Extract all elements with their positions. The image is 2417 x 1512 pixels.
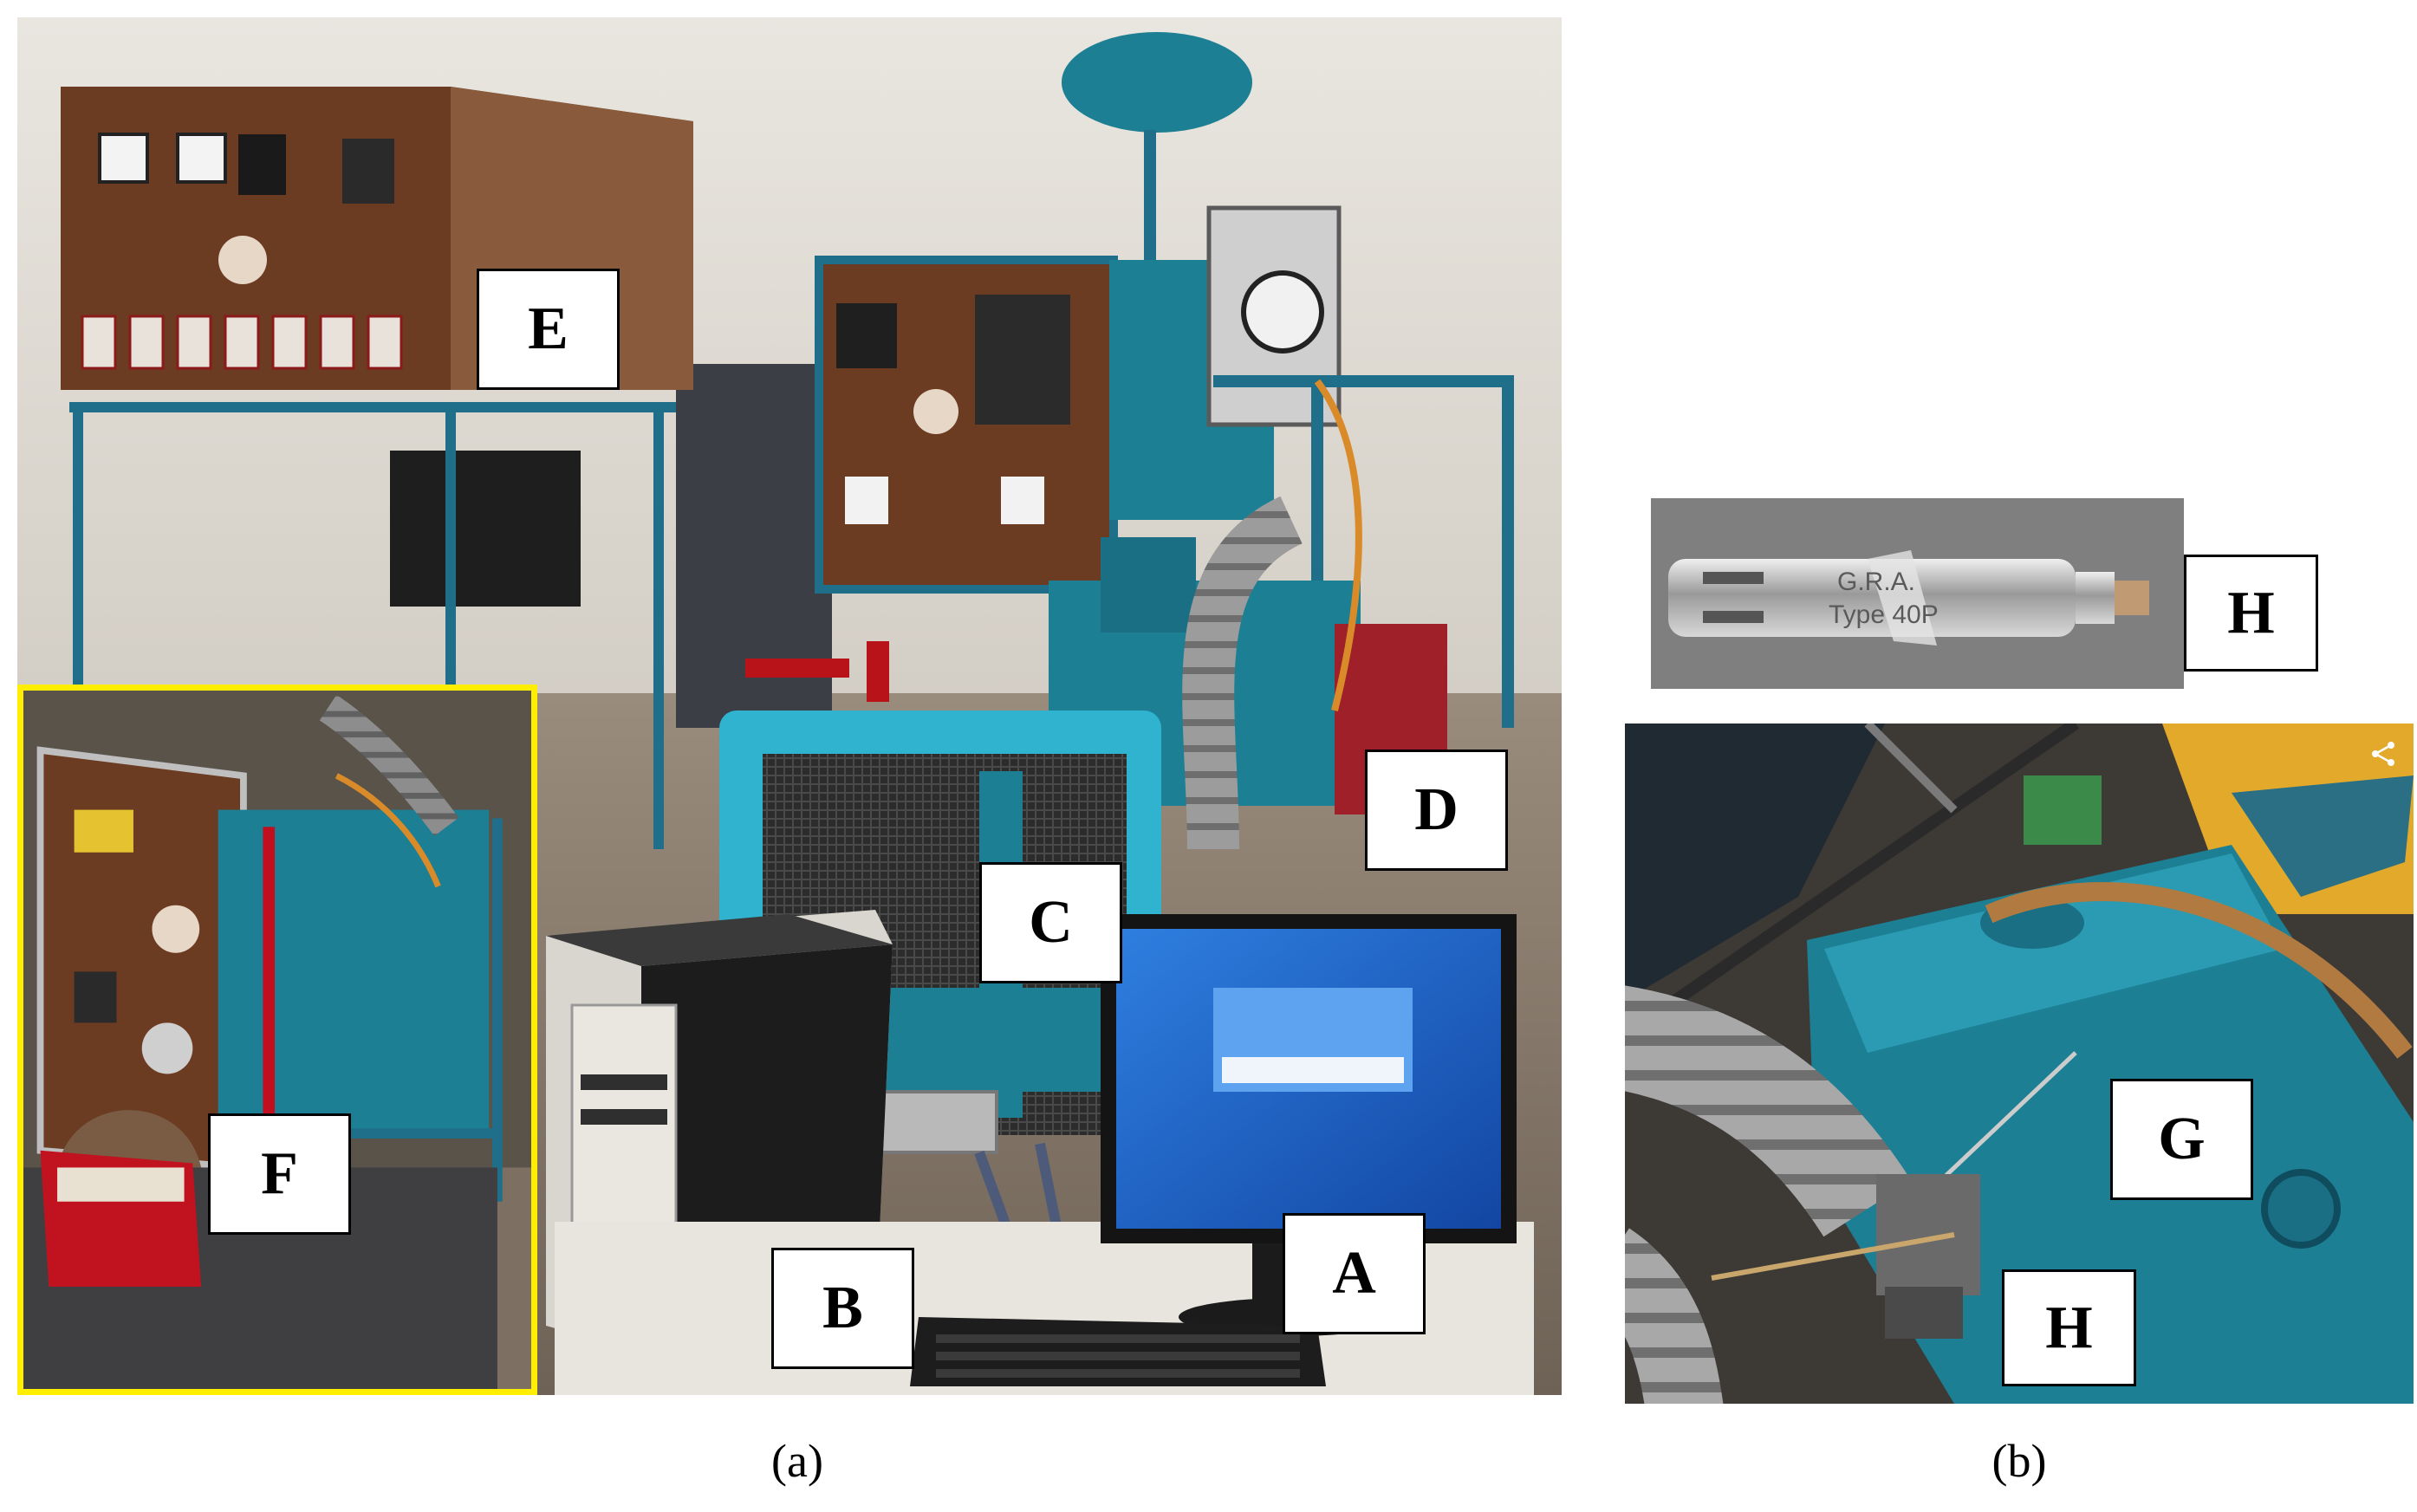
caption-b: (b) <box>1991 1435 2047 1487</box>
photo-inset-engine-rig <box>17 685 537 1395</box>
photo-engine-closeup <box>1625 724 2414 1404</box>
label-h-top: H <box>2184 555 2318 672</box>
label-c: C <box>979 862 1122 983</box>
label-h-bottom: H <box>2002 1269 2136 1386</box>
caption-a: (a) <box>771 1435 823 1487</box>
inset-engine-scene <box>23 691 531 1389</box>
share-icon[interactable] <box>2368 739 2398 769</box>
label-f: F <box>208 1113 351 1235</box>
label-b: B <box>771 1248 914 1369</box>
engine-closeup-scene <box>1625 724 2414 1404</box>
label-g: G <box>2110 1079 2253 1200</box>
sensor-engraving-line1: G.R.A. <box>1837 568 1916 596</box>
label-e: E <box>477 269 620 390</box>
sensor-scene <box>1651 498 2184 689</box>
label-a: A <box>1283 1213 1426 1334</box>
sensor-engraving-line2: Type 40P <box>1829 600 1939 629</box>
label-d: D <box>1365 750 1508 871</box>
photo-pressure-sensor: G.R.A. Type 40P <box>1651 498 2184 689</box>
